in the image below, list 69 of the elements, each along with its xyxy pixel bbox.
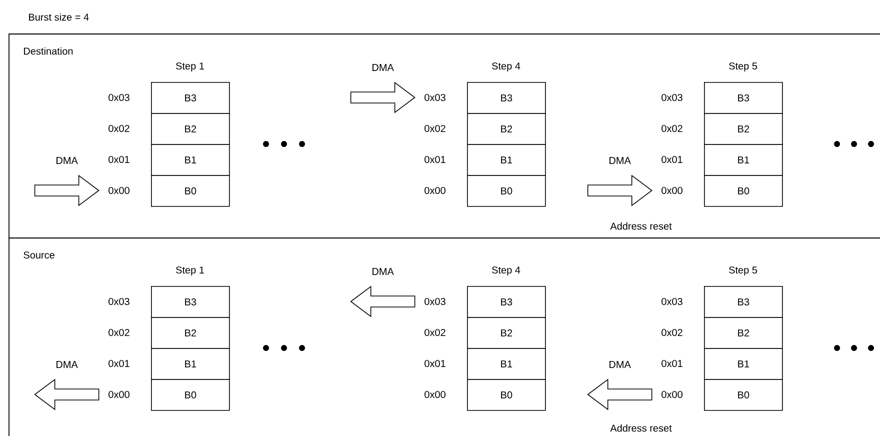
memory-cell: B1 <box>151 348 230 380</box>
memory-cell: B3 <box>467 82 546 114</box>
address-label: 0x03 <box>662 94 682 102</box>
address-label: 0x02 <box>424 124 446 132</box>
memory-cell: B0 <box>467 379 546 411</box>
address-label: 0x03 <box>108 94 130 102</box>
address-label: 0x00 <box>662 186 682 194</box>
address-label: 0x00 <box>424 390 446 398</box>
memory-cell: B0 <box>704 379 783 411</box>
memory-cell: B0 <box>704 175 783 207</box>
memory-cell: B2 <box>704 113 783 145</box>
memory-cell: B3 <box>704 286 783 318</box>
address-label: 0x01 <box>108 156 130 164</box>
text-label: Step 5 <box>729 62 758 72</box>
address-label: 0x00 <box>662 390 682 398</box>
memory-cell: B2 <box>467 113 546 145</box>
memory-cell: B1 <box>467 144 546 176</box>
memory-cell: B0 <box>151 379 230 411</box>
memory-cell: B2 <box>151 113 230 145</box>
memory-cell: B2 <box>704 317 783 349</box>
address-label: 0x02 <box>662 328 682 336</box>
memory-cell: B3 <box>151 286 230 318</box>
edge-label: DMA <box>372 64 394 71</box>
memory-cell: B1 <box>151 144 230 176</box>
address-label: 0x02 <box>108 124 130 132</box>
address-label: 0x01 <box>662 156 682 164</box>
memory-cell: B1 <box>704 144 783 176</box>
text-label: Step 1 <box>176 62 204 72</box>
memory-cell: B3 <box>151 82 230 114</box>
block-arrow <box>587 378 652 410</box>
address-label: 0x03 <box>424 94 446 102</box>
memory-cell: B3 <box>704 82 783 114</box>
text-label: Step 4 <box>492 266 520 276</box>
block-arrow <box>34 174 100 206</box>
address-label: 0x00 <box>108 390 130 398</box>
title: Burst size = 4 <box>29 13 89 21</box>
address-label: 0x02 <box>108 328 130 336</box>
address-label: 0x03 <box>108 298 130 306</box>
block-arrow <box>350 286 416 318</box>
address-label: 0x01 <box>662 360 682 368</box>
address-label: 0x01 <box>424 156 446 164</box>
text-label: Step 5 <box>729 266 758 276</box>
edge-label: DMA <box>56 157 78 164</box>
text-label: Step 1 <box>176 266 204 276</box>
address-label: 0x01 <box>108 360 130 368</box>
address-label: 0x01 <box>424 360 446 368</box>
edge-label: DMA <box>372 268 394 275</box>
text-label: Step 4 <box>492 62 520 72</box>
address-label: 0x02 <box>662 124 682 132</box>
edge-label: DMA <box>610 157 631 164</box>
address-label: 0x00 <box>108 186 130 194</box>
memory-cell: B2 <box>467 317 546 349</box>
block-arrow <box>34 378 100 410</box>
block-arrow <box>350 82 416 114</box>
memory-cell: B2 <box>151 317 230 349</box>
memory-cell: B1 <box>467 348 546 380</box>
address-label: 0x03 <box>424 298 446 306</box>
edge-label: DMA <box>610 361 631 368</box>
address-label: 0x00 <box>424 186 446 194</box>
edge-label: DMA <box>56 361 78 368</box>
address-label: 0x02 <box>424 328 446 336</box>
text-label: Address reset <box>610 424 672 432</box>
address-label: 0x03 <box>662 298 682 306</box>
memory-cell: B0 <box>467 175 546 207</box>
block-arrow <box>587 174 652 206</box>
memory-cell: B1 <box>704 348 783 380</box>
memory-cell: B0 <box>151 175 230 207</box>
memory-cell: B3 <box>467 286 546 318</box>
text-label: Address reset <box>610 222 672 230</box>
